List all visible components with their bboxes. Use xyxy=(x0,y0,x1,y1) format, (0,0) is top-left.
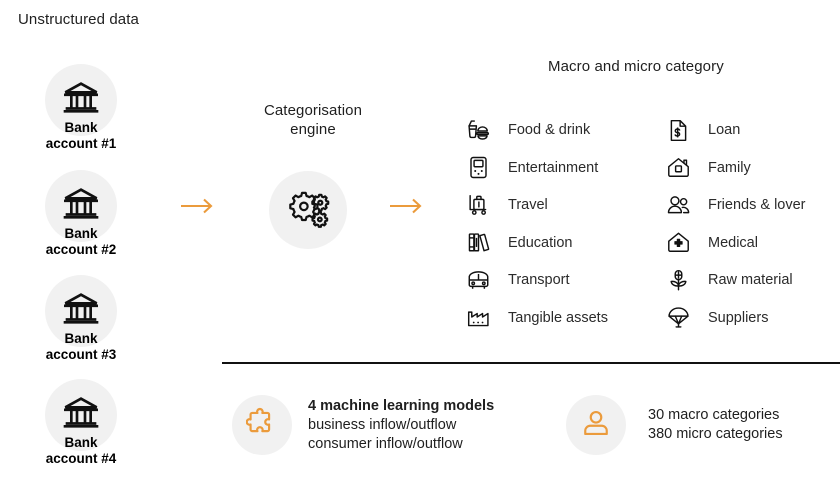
education-icon xyxy=(463,228,493,258)
category-label: Friends & lover xyxy=(708,197,806,213)
bank-label-line1: Bank xyxy=(64,120,98,135)
gears-icon xyxy=(286,186,330,235)
category-item-suppliers[interactable]: Suppliers xyxy=(663,303,806,333)
category-label: Transport xyxy=(508,272,570,288)
friends-lover-icon xyxy=(663,190,693,220)
puzzle-icon xyxy=(245,407,278,444)
bank-account-label-1: Bank account #1 xyxy=(16,120,146,152)
transport-icon xyxy=(463,265,493,295)
category-label: Entertainment xyxy=(508,159,599,176)
bank-account-label-4: Bank account #4 xyxy=(16,435,146,467)
categorisation-engine-node xyxy=(269,171,347,249)
bank-label-line1: Bank xyxy=(64,226,98,241)
bank-account-node-2: Bank account #2 xyxy=(16,170,146,258)
category-item-food-drink[interactable]: Food & drink xyxy=(463,115,608,145)
bank-account-node-4: Bank account #4 xyxy=(16,379,146,467)
raw-material-icon xyxy=(663,265,693,295)
categorisation-engine-heading-line1: Categorisation xyxy=(263,102,363,119)
food-drink-icon xyxy=(463,115,493,145)
category-label: Medical xyxy=(708,234,758,251)
category-item-transport[interactable]: Transport xyxy=(463,265,608,295)
category-item-friends-lover[interactable]: Friends & lover xyxy=(663,190,806,220)
category-item-education[interactable]: Education xyxy=(463,228,608,258)
bank-label-line2: account #4 xyxy=(45,451,117,466)
category-item-travel[interactable]: Travel xyxy=(463,190,608,220)
entertainment-icon xyxy=(463,153,493,183)
category-label: Loan xyxy=(708,122,741,138)
category-label: Family xyxy=(708,159,751,176)
medical-icon xyxy=(663,228,693,258)
family-icon xyxy=(663,153,693,183)
bank-medallion-4 xyxy=(45,379,117,451)
category-item-entertainment[interactable]: Entertainment xyxy=(463,153,608,183)
bank-medallion-1 xyxy=(45,64,117,136)
suppliers-icon xyxy=(663,303,693,333)
person-icon xyxy=(580,407,612,444)
bank-medallion-3 xyxy=(45,275,117,347)
category-column-right: Loan Family Friends & lov xyxy=(663,115,806,340)
unstructured-data-heading: Unstructured data xyxy=(18,11,139,28)
bank-account-node-1: Bank account #1 xyxy=(16,64,146,152)
loan-icon xyxy=(663,115,693,145)
category-item-medical[interactable]: Medical xyxy=(663,228,806,258)
bank-icon xyxy=(61,289,101,334)
category-counts-stat: 30 macro categories 380 micro categories xyxy=(566,395,783,455)
bank-account-node-3: Bank account #3 xyxy=(16,275,146,363)
ml-models-line1: 4 machine learning models xyxy=(308,397,495,414)
bank-icon xyxy=(61,184,101,229)
bank-label-line2: account #2 xyxy=(45,242,117,257)
bank-label-line1: Bank xyxy=(64,331,98,346)
category-item-tangible-assets[interactable]: Tangible assets xyxy=(463,303,608,333)
tangible-assets-icon xyxy=(463,303,493,333)
person-medallion xyxy=(566,395,626,455)
categorisation-engine-heading-line2: engine xyxy=(290,121,336,138)
ml-models-line2: business inflow/outflow xyxy=(308,416,457,433)
category-item-loan[interactable]: Loan xyxy=(663,115,806,145)
engine-medallion xyxy=(269,171,347,249)
bank-account-label-3: Bank account #3 xyxy=(16,331,146,363)
ml-models-text: 4 machine learning models business inflo… xyxy=(308,397,494,454)
footer-divider xyxy=(222,362,840,364)
arrow-right-icon-output xyxy=(389,197,423,215)
category-label: Travel xyxy=(508,197,548,213)
travel-icon xyxy=(463,190,493,220)
bank-label-line1: Bank xyxy=(64,435,98,450)
category-label: Food & drink xyxy=(508,122,591,138)
category-counts-line2: 380 micro categories xyxy=(648,426,783,442)
bank-label-line2: account #1 xyxy=(45,136,117,151)
category-label: Tangible assets xyxy=(508,309,608,326)
categorisation-engine-heading: Categorisation engine xyxy=(248,101,378,139)
bank-account-label-2: Bank account #2 xyxy=(16,226,146,258)
ml-models-stat: 4 machine learning models business inflo… xyxy=(232,395,494,455)
category-label: Raw material xyxy=(708,272,793,288)
category-column-left: Food & drink Entertainment xyxy=(463,115,608,340)
category-label: Suppliers xyxy=(708,309,769,326)
bank-label-line2: account #3 xyxy=(45,347,117,362)
category-item-raw-material[interactable]: Raw material xyxy=(663,265,806,295)
bank-icon xyxy=(61,78,101,123)
ml-models-line3: consumer inflow/outflow xyxy=(308,435,463,452)
macro-micro-category-heading: Macro and micro category xyxy=(548,58,724,75)
category-label: Education xyxy=(508,234,573,251)
bank-medallion-2 xyxy=(45,170,117,242)
category-item-family[interactable]: Family xyxy=(663,153,806,183)
category-counts-line1: 30 macro categories xyxy=(648,407,780,423)
bank-icon xyxy=(61,393,101,438)
puzzle-medallion xyxy=(232,395,292,455)
category-counts-text: 30 macro categories 380 micro categories xyxy=(648,406,783,444)
arrow-right-icon-input xyxy=(180,197,214,215)
